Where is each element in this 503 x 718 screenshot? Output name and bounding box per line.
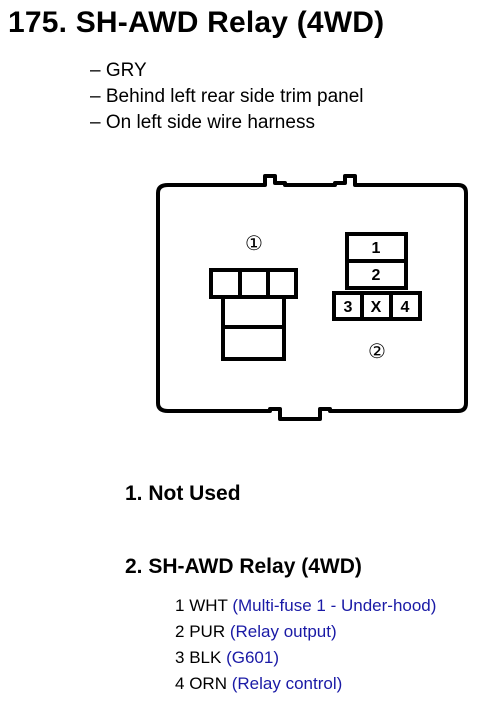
pin-description: (G601) [226, 648, 279, 667]
note-location: – Behind left rear side trim panel [90, 86, 364, 107]
pin-description: (Relay control) [231, 674, 343, 693]
pin-list: 1 WHT (Multi-fuse 1 - Under-hood) 2 PUR … [175, 593, 436, 697]
connector-1-label: ① [245, 233, 263, 255]
pin-row: 3 BLK (G601) [175, 645, 436, 671]
pin-label-1: 1 [372, 240, 381, 257]
pin-label-2: 2 [372, 267, 381, 284]
connector-housing [156, 174, 468, 421]
pin-number: 2 [175, 622, 185, 641]
pin-label-4: 4 [401, 299, 410, 316]
pin-number: 1 [175, 596, 185, 615]
pin-number: 4 [175, 674, 185, 693]
section-not-used-heading: 1. Not Used [125, 482, 241, 505]
page-title: 175. SH-AWD Relay (4WD) [8, 6, 385, 39]
connector-1-body-lower [221, 325, 286, 361]
connector-1 [209, 268, 298, 361]
location-notes: – GRY – Behind left rear side trim panel… [90, 58, 364, 136]
connector-1-top-block [209, 268, 298, 299]
pin-row: 1 WHT (Multi-fuse 1 - Under-hood) [175, 593, 436, 619]
pin-row: 4 ORN (Relay control) [175, 671, 436, 697]
pin-cell-2 [345, 259, 408, 290]
pin-wire-color: WHT [189, 596, 228, 615]
pin-description: (Relay output) [229, 622, 337, 641]
pin-number: 3 [175, 648, 185, 667]
pin-wire-color: BLK [189, 648, 222, 667]
connector-1-body-upper [221, 295, 286, 329]
pin-description: (Multi-fuse 1 - Under-hood) [232, 596, 437, 615]
pin-row: 2 PUR (Relay output) [175, 619, 436, 645]
pin-label-3: 3 [344, 299, 353, 316]
note-color: – GRY [90, 60, 147, 81]
pin-label-x: X [371, 299, 382, 316]
connector-diagram: ① 1 2 3 X 4 ② [156, 174, 468, 421]
section-relay-heading: 2. SH-AWD Relay (4WD) [125, 555, 362, 578]
connector-2-label: ② [368, 341, 386, 363]
note-harness: – On left side wire harness [90, 112, 315, 133]
pin-wire-color: PUR [189, 622, 226, 641]
connector-2 [332, 232, 422, 321]
pin-wire-color: ORN [189, 674, 227, 693]
pin-row [332, 291, 422, 321]
